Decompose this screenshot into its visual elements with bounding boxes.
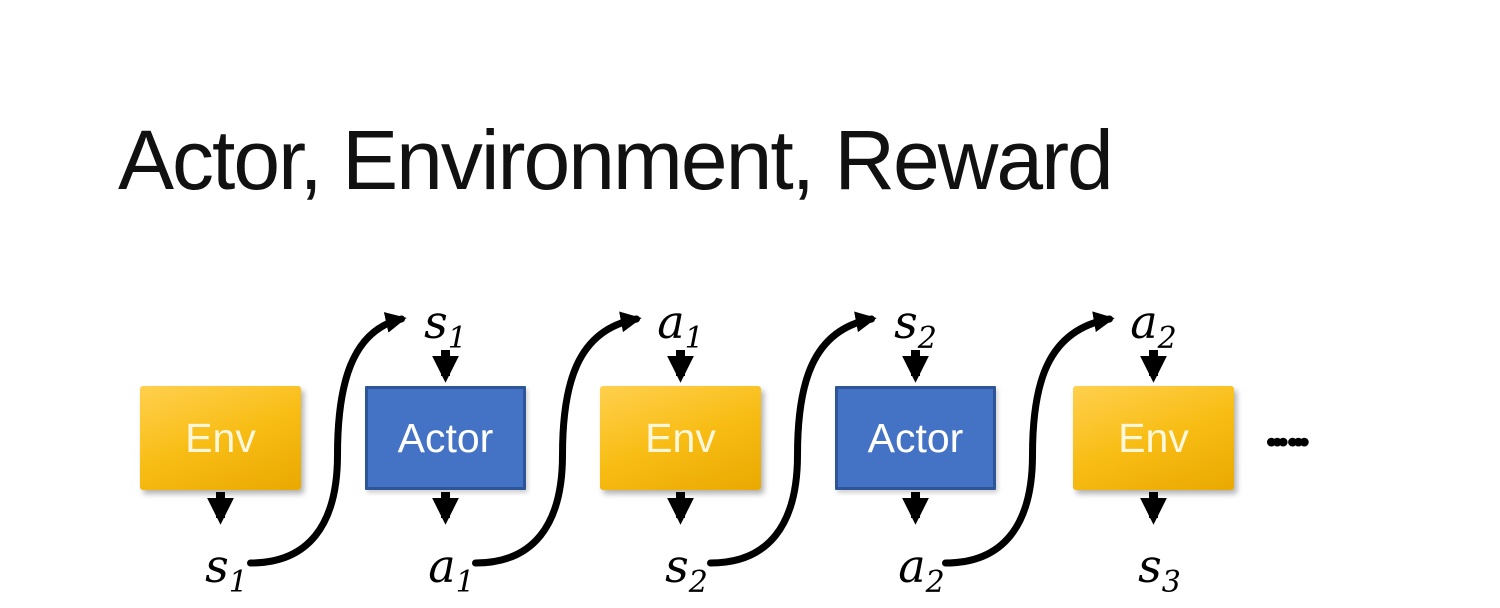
var-subscript: 2	[688, 565, 708, 601]
var-subscript: 1	[684, 321, 704, 357]
var-base: s	[205, 539, 229, 593]
var-subscript: 3	[1161, 565, 1181, 601]
var-subscript: 1	[447, 321, 467, 357]
var-base: s	[665, 539, 689, 593]
top-label-a2: a2	[1084, 295, 1224, 354]
bottom-label-a1: a1	[382, 539, 522, 598]
bottom-label-s3: s3	[1090, 539, 1230, 598]
var-base: a	[1130, 295, 1158, 349]
var-base: a	[898, 539, 926, 593]
var-subscript: 2	[1157, 321, 1177, 357]
box-label: Env	[645, 414, 716, 461]
box-label: Env	[1118, 414, 1189, 461]
var-subscript: 2	[917, 321, 937, 357]
continuation-dots: ••• •••	[1266, 424, 1310, 459]
var-base: a	[428, 539, 456, 593]
actor-box-1: Actor	[365, 386, 526, 490]
top-label-s2: s2	[846, 295, 986, 354]
var-base: s	[424, 295, 448, 349]
bottom-label-s1: s1	[157, 539, 297, 598]
var-base: a	[657, 295, 685, 349]
box-label: Env	[185, 414, 256, 461]
var-subscript: 2	[925, 565, 945, 601]
actor-box-2: Actor	[835, 386, 996, 490]
bottom-label-a2: a2	[852, 539, 992, 598]
env-box-1: Env	[140, 386, 301, 490]
slide-title: Actor, Environment, Reward	[118, 113, 1114, 207]
env-box-2: Env	[600, 386, 761, 490]
box-label: Actor	[867, 414, 964, 461]
var-base: s	[894, 295, 918, 349]
var-subscript: 1	[228, 565, 248, 601]
var-base: s	[1138, 539, 1162, 593]
top-label-s1: s1	[376, 295, 516, 354]
bottom-label-s2: s2	[617, 539, 757, 598]
box-label: Actor	[397, 414, 494, 461]
top-label-a1: a1	[611, 295, 751, 354]
var-subscript: 1	[455, 565, 475, 601]
env-box-3: Env	[1073, 386, 1234, 490]
